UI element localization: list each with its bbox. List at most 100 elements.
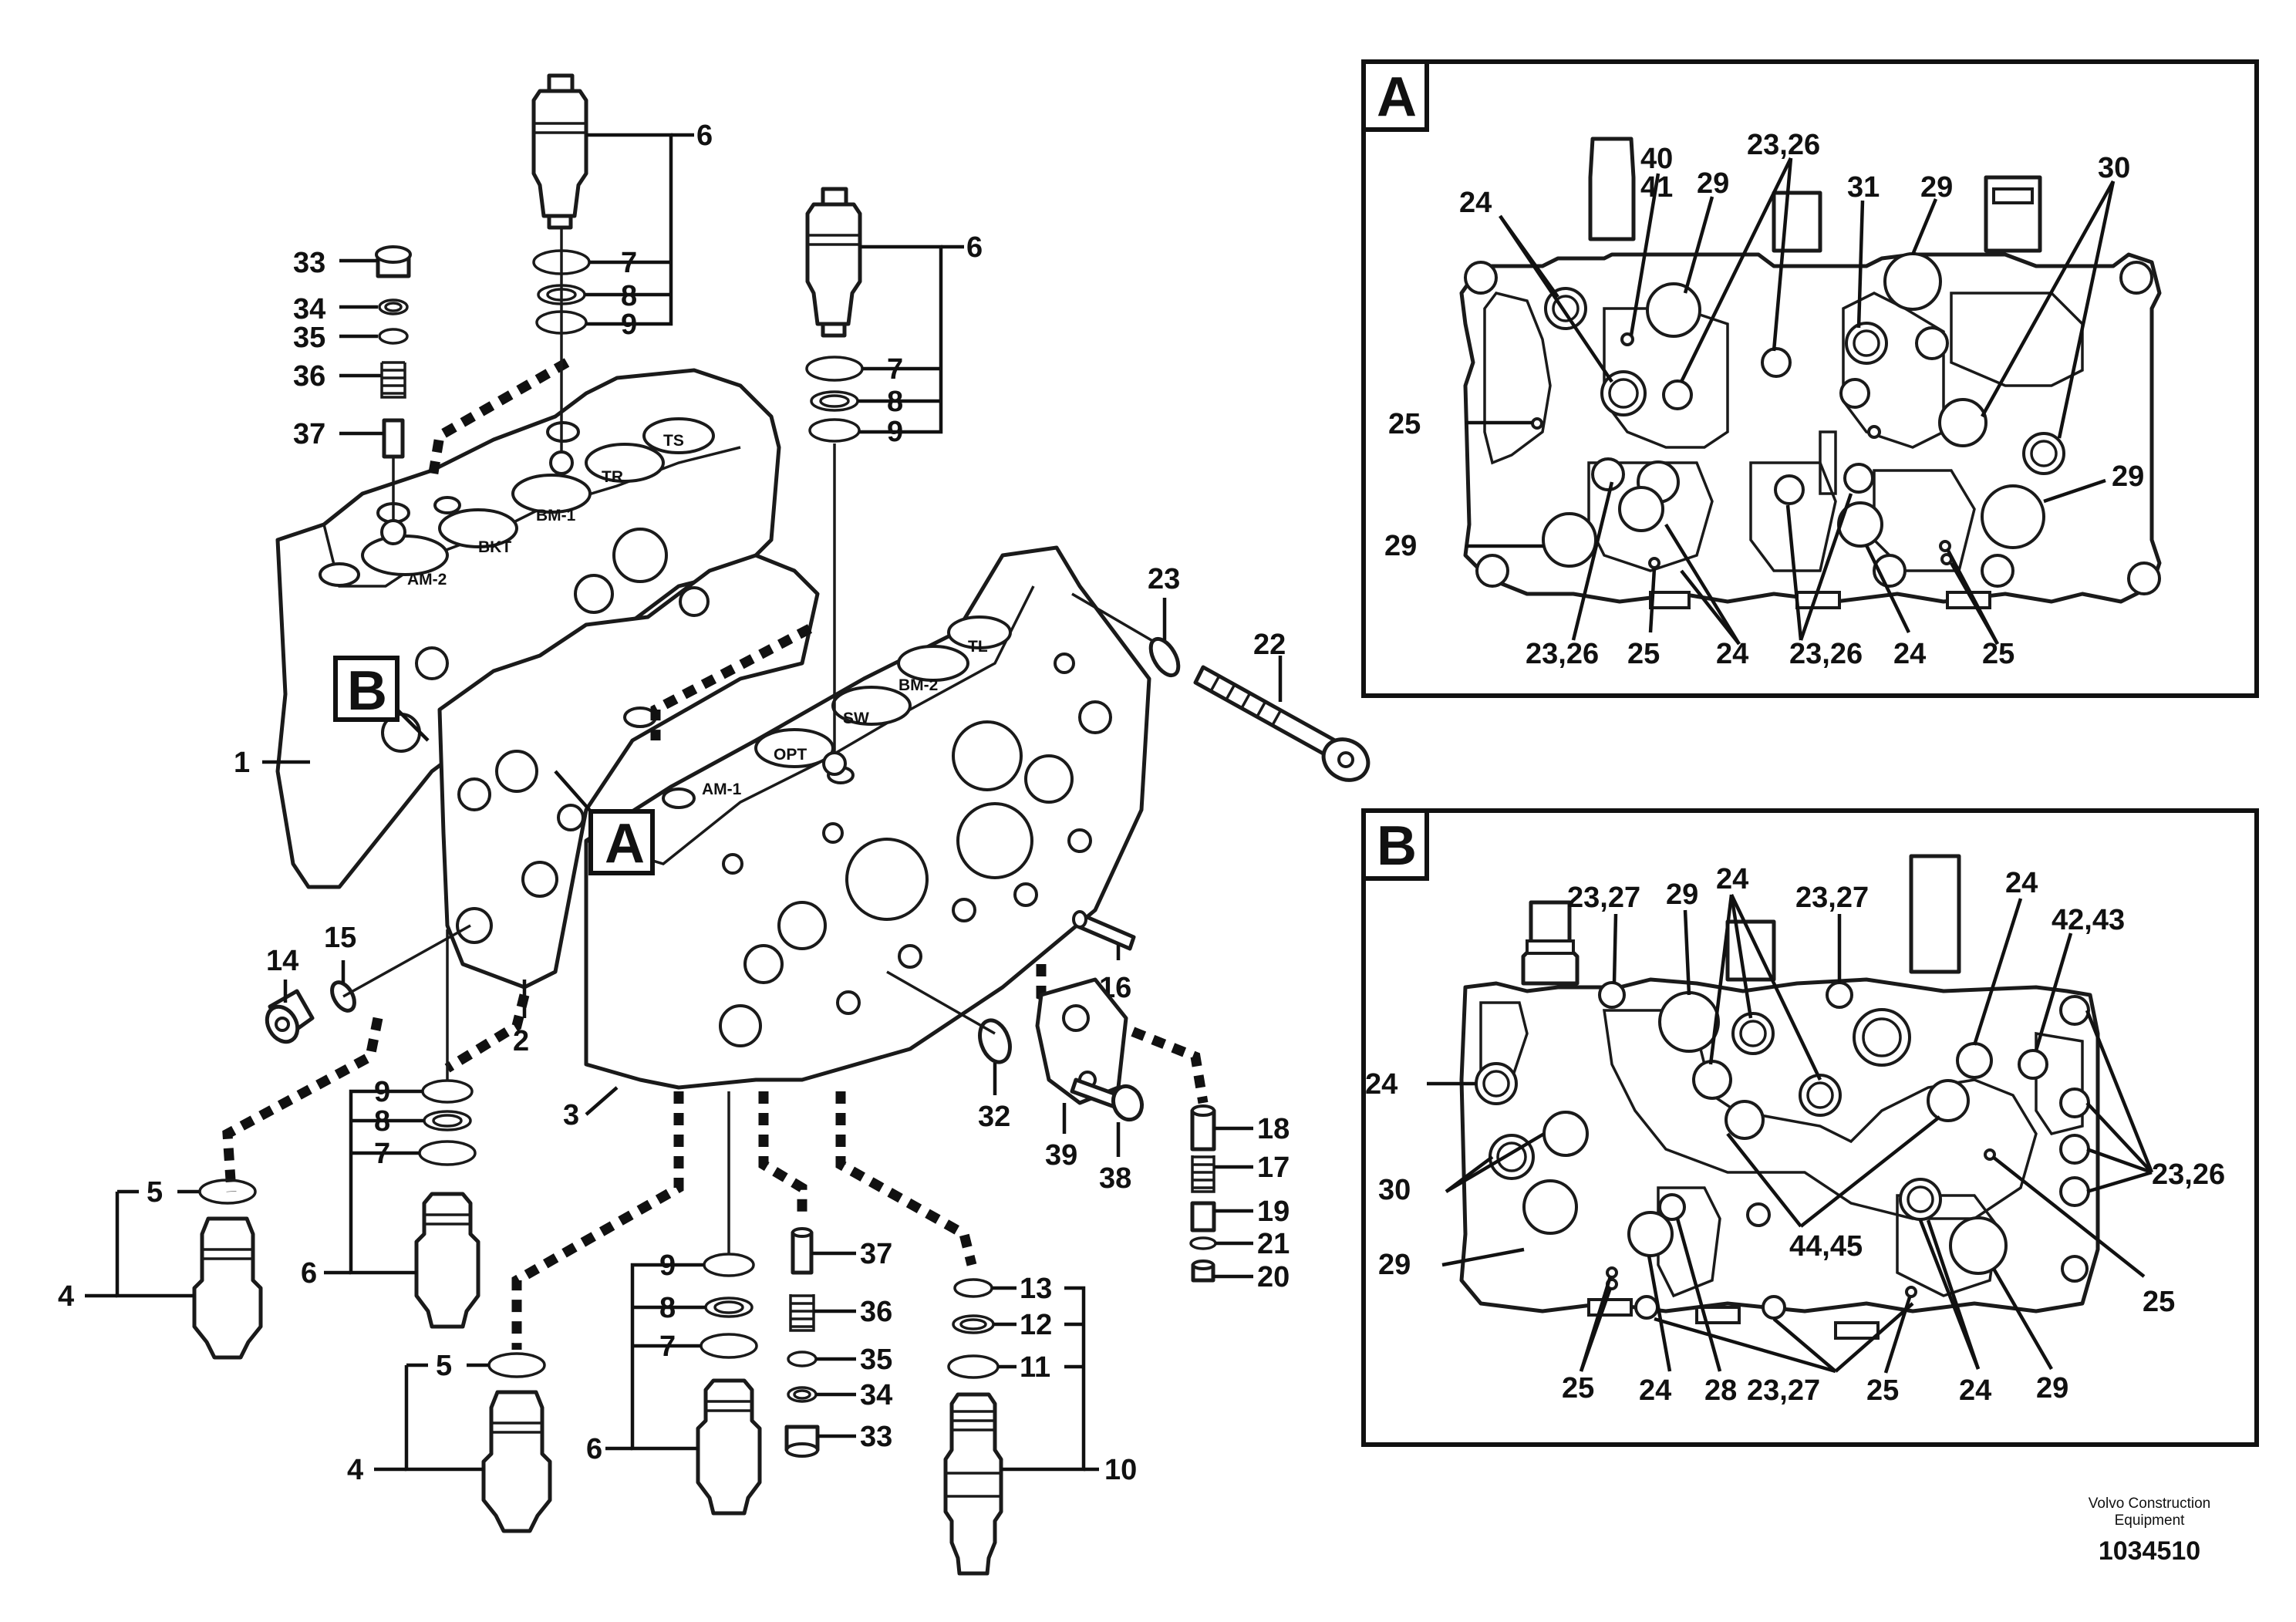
callout-5-left: 5	[147, 1176, 163, 1209]
callout-37-top: 37	[293, 418, 325, 450]
callout-13: 13	[1020, 1273, 1052, 1305]
detail-b-label-24-left: 24	[1365, 1068, 1397, 1101]
detail-a-label-40: 40	[1640, 143, 1673, 175]
callout-38: 38	[1099, 1162, 1131, 1195]
port-label-tl: TL	[968, 638, 988, 656]
valve-4-center	[481, 1352, 552, 1533]
port-label-am1: AM-1	[702, 781, 742, 798]
svg-text:A: A	[605, 813, 645, 875]
callout-7-top-1: 7	[621, 247, 637, 279]
detail-b-label-28: 28	[1704, 1374, 1737, 1407]
detail-b-label-29-top: 29	[1666, 878, 1698, 911]
bolt-22	[1071, 592, 1371, 782]
bolt-38	[1070, 1077, 1145, 1122]
detail-view-a: A	[1361, 59, 2259, 698]
port-label-bm1: BM-1	[536, 507, 576, 524]
callout-7-center: 7	[659, 1330, 676, 1363]
callout-14: 14	[266, 945, 298, 977]
callout-34-top: 34	[293, 293, 325, 325]
callout-18: 18	[1257, 1113, 1290, 1145]
detail-b-label-23-27-top-left: 23,27	[1567, 882, 1640, 914]
callout-36-top: 36	[293, 360, 325, 393]
detail-a-letter: A	[1377, 66, 1417, 128]
detail-b-label-23-27-bottom: 23,27	[1747, 1374, 1820, 1407]
detail-b-label-25-right: 25	[2143, 1286, 2175, 1318]
detail-a-label-41: 41	[1640, 171, 1673, 204]
callout-10: 10	[1104, 1454, 1137, 1486]
detail-a-label-29-top-right: 29	[1920, 171, 1953, 204]
callout-6-top-2: 6	[966, 231, 983, 264]
detail-a-label-29-top: 29	[1697, 167, 1729, 200]
detail-b-label-23-26: 23,26	[2152, 1158, 2225, 1191]
washer-23	[1148, 636, 1181, 678]
relief-valve-10	[943, 1278, 1003, 1576]
callout-33-top: 33	[293, 247, 325, 279]
callout-9-top-2: 9	[887, 416, 903, 448]
port-label-opt: OPT	[774, 746, 807, 764]
detail-marker-b: B	[333, 656, 430, 742]
leaders-relief-valve-10	[992, 1286, 1099, 1472]
detail-a-label-25-left: 25	[1388, 408, 1421, 440]
leaders-top-valve-1	[585, 133, 694, 326]
callout-4-left: 4	[58, 1280, 74, 1313]
detail-a-label-29-left: 29	[1384, 530, 1417, 562]
callout-20: 20	[1257, 1261, 1290, 1293]
detail-a-label-30: 30	[2098, 152, 2130, 184]
callout-9-top-1: 9	[621, 309, 637, 341]
detail-b-label-25-bottom: 25	[1866, 1374, 1899, 1407]
detail-b-label-25-bottom-left: 25	[1562, 1372, 1594, 1404]
callout-37-lower: 37	[860, 1238, 892, 1270]
callout-9-center: 9	[659, 1249, 676, 1282]
leaders-valve-4-left	[85, 1189, 199, 1298]
detail-b-letter: B	[1377, 815, 1417, 877]
leaders-top-valve-2	[858, 244, 964, 434]
detail-b-label-44-45: 44,45	[1789, 1230, 1863, 1263]
svg-text:B: B	[347, 660, 387, 722]
plug-14	[265, 989, 315, 1044]
detail-b-label-24-bottom-left: 24	[1639, 1374, 1671, 1407]
detail-a-label-23-26-bottom-left: 23,26	[1526, 638, 1599, 670]
port-label-bm2: BM-2	[899, 676, 938, 694]
detail-b-label-24-top: 24	[1716, 863, 1748, 895]
figure-number: 1034510	[2099, 1536, 2200, 1566]
detail-a-label-24-bottom: 24	[1716, 638, 1748, 670]
port-label-am2: AM-2	[407, 571, 447, 588]
leaders-relief-valve-left	[324, 1089, 424, 1275]
plug-assembly-top-left	[375, 245, 412, 545]
detail-b-label-29-bottom-right: 29	[2036, 1372, 2068, 1404]
callout-1: 1	[234, 747, 250, 779]
callout-32: 32	[978, 1101, 1010, 1133]
oring-32	[978, 1018, 1012, 1064]
detail-a-label-25-bottom: 25	[1627, 638, 1660, 670]
footer-company-line1: Volvo Construction	[2089, 1496, 2210, 1512]
callout-17: 17	[1257, 1152, 1290, 1184]
callout-6-left: 6	[301, 1257, 317, 1290]
detail-a-label-31: 31	[1847, 171, 1880, 204]
callout-35-top: 35	[293, 322, 325, 354]
pin-16	[1072, 910, 1136, 951]
relief-valve-center	[696, 1091, 762, 1516]
port-label-ts: TS	[663, 432, 684, 450]
callout-8-top-2: 8	[887, 386, 903, 418]
callout-19: 19	[1257, 1195, 1290, 1228]
detail-a-label-25-bottom-right: 25	[1982, 638, 2014, 670]
detail-b-label-29-left: 29	[1378, 1249, 1411, 1281]
callout-4-center: 4	[347, 1454, 363, 1486]
leaders-plug-assembly-lower	[811, 1251, 856, 1438]
callout-34-lower: 34	[860, 1379, 892, 1411]
callout-8-center: 8	[659, 1292, 676, 1324]
callout-8-left: 8	[374, 1105, 390, 1138]
detail-b-label-42-43: 42,43	[2052, 904, 2125, 936]
callout-15: 15	[324, 922, 356, 954]
valve-section-rear: TS TR BM-1 BKT AM-2	[275, 368, 781, 889]
port-label-bkt: BKT	[478, 538, 511, 556]
leaders-relief-valve-center	[605, 1263, 706, 1451]
callout-21: 21	[1257, 1228, 1290, 1260]
leaders-17-21	[1213, 1126, 1253, 1279]
detail-b-label-23-27-top: 23,27	[1795, 882, 1869, 914]
callout-12: 12	[1020, 1309, 1052, 1341]
callout-36-lower: 36	[860, 1296, 892, 1328]
detail-a-label-23-26-bottom: 23,26	[1789, 638, 1863, 670]
valve-4-left	[192, 1179, 263, 1360]
